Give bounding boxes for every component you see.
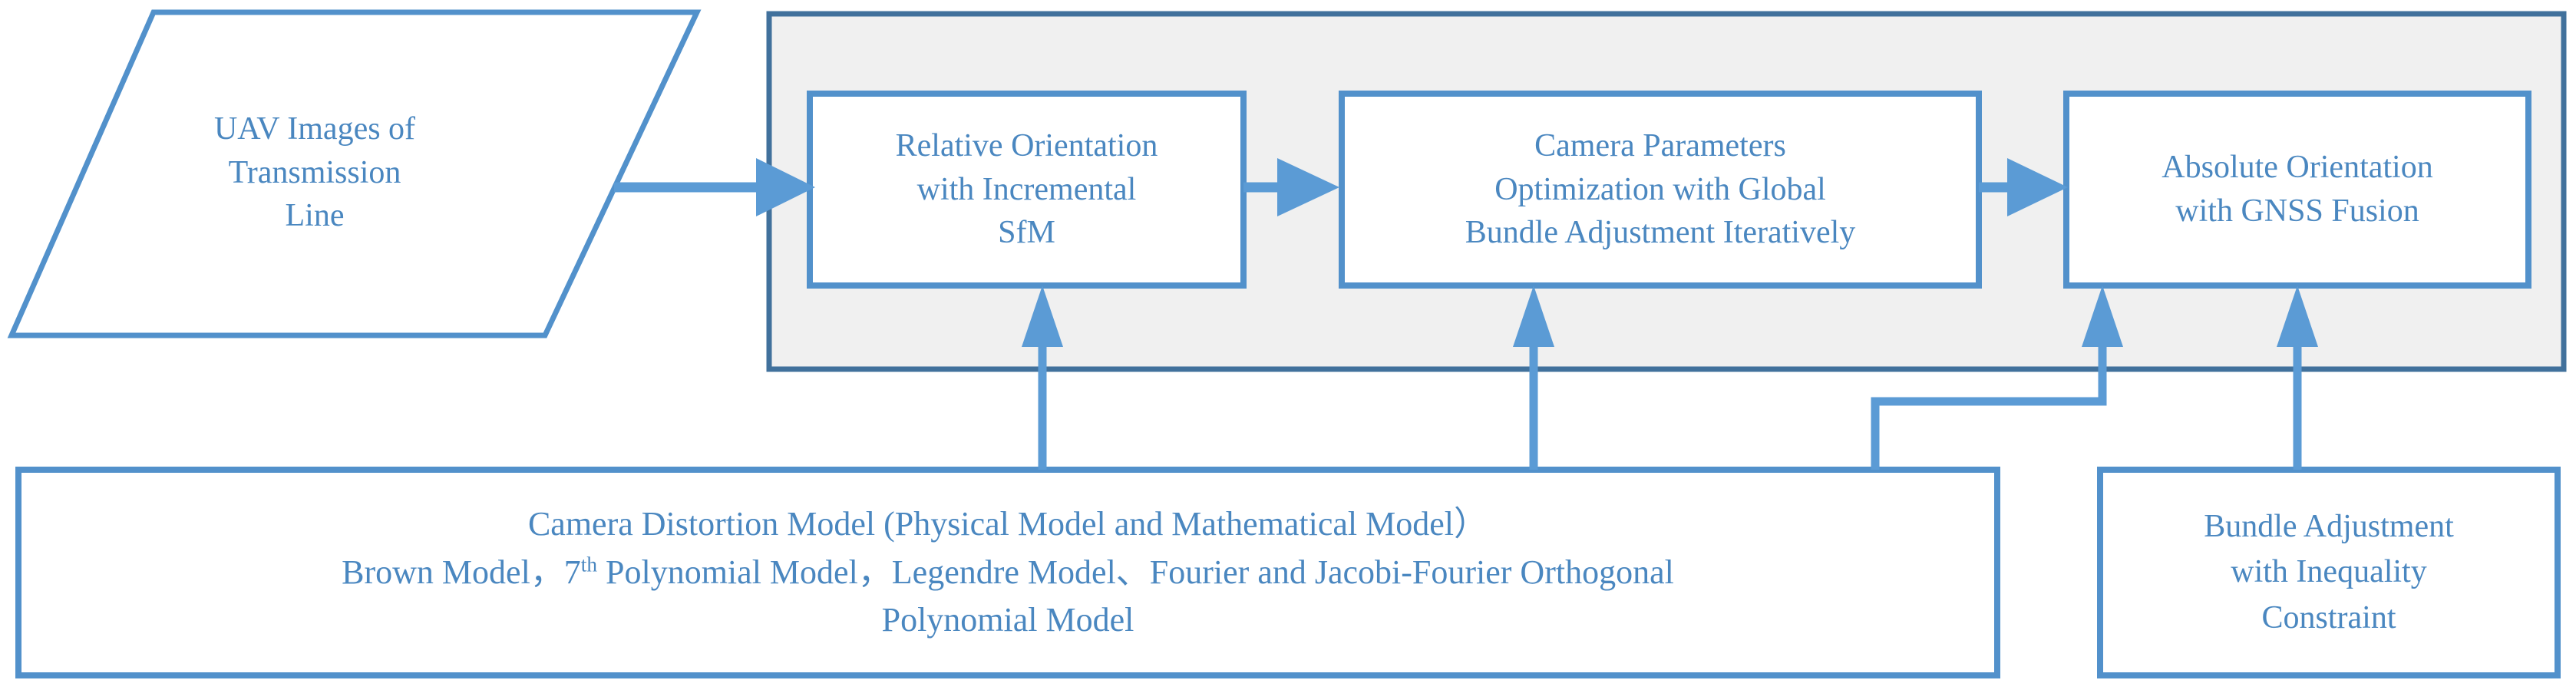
connector-distortion-to-absolute-orientation	[1871, 286, 2123, 470]
connector-relative-to-camera-parameters	[1243, 158, 1339, 216]
support-box-bundle-adjustment-inequality	[2097, 467, 2561, 678]
step-box-camera-parameters-optimization	[1339, 91, 1982, 289]
support-box-camera-distortion-model	[15, 467, 2000, 678]
step-box-relative-orientation	[807, 91, 1247, 289]
connector-camera-parameters-to-absolute	[1979, 158, 2068, 216]
source-node-parallelogram	[7, 9, 702, 338]
connector-distortion-to-camera-parameters	[1513, 286, 1554, 470]
connector-source-to-relative-orientation	[614, 158, 815, 216]
step-box-absolute-orientation	[2063, 91, 2531, 289]
connector-inequality-to-absolute-orientation	[2277, 286, 2318, 470]
connector-distortion-to-relative-orientation	[1022, 286, 1063, 470]
